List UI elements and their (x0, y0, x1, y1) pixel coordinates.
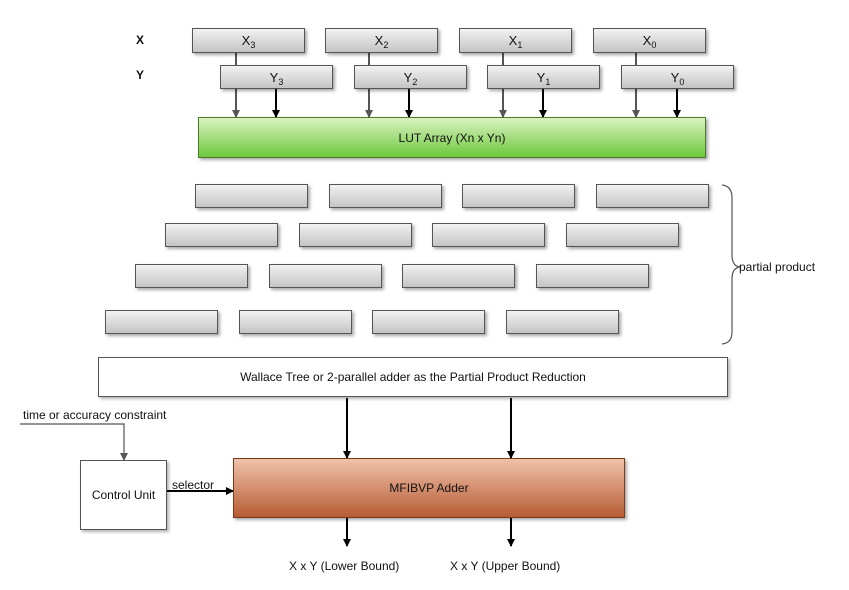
constraint-arrow (20, 423, 128, 461)
y-row-label: Y (136, 68, 145, 82)
partial-product-box (432, 223, 545, 247)
partial-product-box (135, 264, 248, 288)
mfibvp-adder: MFIBVP Adder (233, 458, 625, 518)
partial-product-box (506, 310, 619, 334)
partial-product-reduction: Wallace Tree or 2-parallel adder as the … (98, 357, 728, 397)
partial-product-box (372, 310, 485, 334)
control-unit: Control Unit (80, 460, 167, 530)
y2-box: Y2 (354, 65, 467, 89)
x0-box: X0 (593, 28, 706, 53)
partial-product-box (299, 223, 412, 247)
lut-array: LUT Array (Xn x Yn) (198, 117, 706, 158)
partial-product-box (105, 310, 218, 334)
y0-box: Y0 (621, 65, 734, 89)
partial-product-box (566, 223, 679, 247)
x-row-label: X (136, 33, 145, 47)
y3-box: Y3 (220, 65, 333, 89)
partial-product-box (269, 264, 382, 288)
partial-product-label: partial product (739, 260, 816, 274)
partial-product-box (239, 310, 352, 334)
partial-product-box (462, 184, 575, 208)
constraint-label: time or accuracy constraint (23, 408, 167, 422)
partial-product-box (329, 184, 442, 208)
partial-product-brace (721, 184, 741, 345)
partial-product-box (195, 184, 308, 208)
partial-product-box (165, 223, 278, 247)
partial-product-box (402, 264, 515, 288)
x2-box: X2 (325, 28, 438, 53)
x3-box: X3 (192, 28, 305, 53)
y1-box: Y1 (487, 65, 600, 89)
selector-label: selector (172, 478, 215, 492)
x1-box: X1 (459, 28, 572, 53)
upper-bound-output-label: X x Y (Upper Bound) (450, 559, 561, 573)
partial-product-box (536, 264, 649, 288)
partial-product-box (596, 184, 709, 208)
lower-bound-output-label: X x Y (Lower Bound) (289, 559, 400, 573)
